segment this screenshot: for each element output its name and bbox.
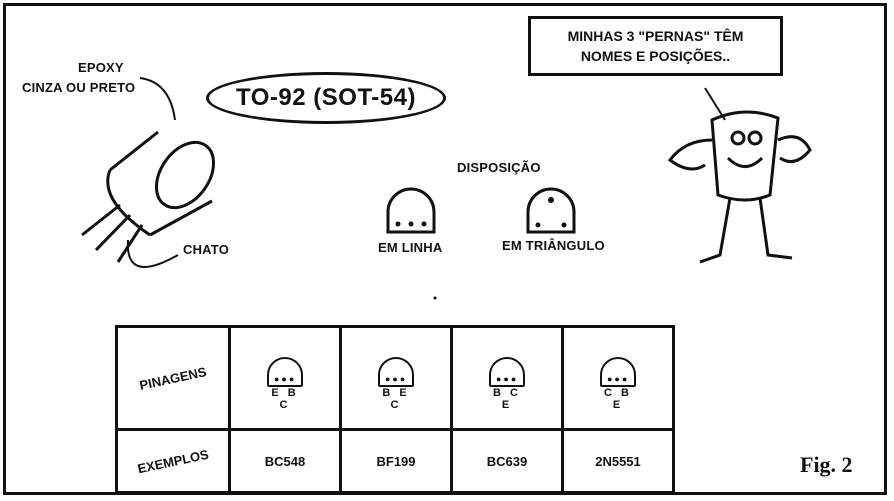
example-cell: BF199 — [339, 428, 453, 494]
pinout-cell: ●●●B C E — [450, 325, 564, 431]
example-cell: BC639 — [450, 428, 564, 494]
package-title: TO-92 (SOT-54) — [206, 72, 446, 124]
pinout-row: PINAGENS ●●●E B C ●●●B E C ●●●B C E ●●●C… — [115, 325, 675, 431]
triangle-label: EM TRIÂNGULO — [502, 238, 605, 253]
inline-label: EM LINHA — [378, 240, 443, 255]
examples-row-header: EXEMPLOS — [115, 428, 231, 494]
pinout-cell: ●●●E B C — [228, 325, 342, 431]
cartoon-character-icon — [667, 87, 812, 264]
pinout-cell: ●●●B E C — [339, 325, 453, 431]
example-cell: 2N5551 — [561, 428, 675, 494]
speech-bubble: MINHAS 3 "PERNAS" TÊM NOMES E POSIÇÕES.. — [528, 16, 783, 76]
examples-row: EXEMPLOS BC548 BF199 BC639 2N5551 — [115, 428, 675, 494]
pinout-cell: ●●●C B E — [561, 325, 675, 431]
epoxy-label: EPOXY — [78, 60, 124, 75]
speech-line-2: NOMES E POSIÇÕES.. — [580, 48, 731, 64]
triangle-dome-icon — [526, 187, 576, 234]
flat-leader — [126, 239, 179, 268]
example-cell: BC548 — [228, 428, 342, 494]
inline-dome-icon — [386, 187, 436, 234]
speech-line-1: MINHAS 3 "PERNAS" TÊM — [567, 28, 744, 44]
pinout-letters: C B E — [604, 387, 632, 411]
pinout-letters: B C E — [493, 387, 521, 411]
pinout-table: PINAGENS ●●●E B C ●●●B E C ●●●B C E ●●●C… — [115, 325, 675, 494]
color-label: CINZA OU PRETO — [22, 80, 136, 95]
figure-frame — [3, 3, 887, 495]
transistor-illustration — [81, 130, 216, 263]
epoxy-leader — [139, 77, 176, 121]
arrangement-heading: DISPOSIÇÃO — [457, 160, 541, 175]
pinout-row-header: PINAGENS — [115, 325, 231, 431]
pinout-letters: E B C — [271, 387, 299, 411]
flat-label: CHATO — [183, 242, 230, 257]
figure-label: Fig. 2 — [800, 452, 853, 477]
pinout-letters: B E C — [382, 387, 410, 411]
